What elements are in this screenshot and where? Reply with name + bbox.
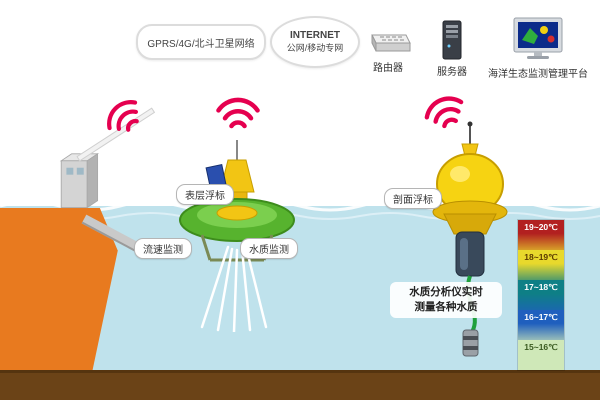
analyzer-note: 水质分析仪实时 测量各种水质: [390, 282, 502, 318]
temperature-segment-label: 18~19℃: [524, 252, 558, 262]
temperature-segment: 17~18℃: [518, 280, 564, 310]
surface-buoy-label: 表层浮标: [176, 184, 234, 205]
monitoring-platform: 海洋生态监测管理平台: [482, 16, 594, 80]
profile-buoy-icon: [432, 121, 508, 357]
water-quality-monitoring-label: 水质监测: [240, 238, 298, 259]
internet-bubble: INTERNET 公网/移动专网: [270, 16, 360, 68]
router-label: 路由器: [373, 63, 403, 74]
internet-network-type-label: 公网/移动专网: [286, 43, 344, 53]
internet-label: INTERNET: [290, 30, 340, 41]
gprs-network-label: GPRS/4G/北斗卫星网络: [147, 38, 255, 50]
seabed-ground: [0, 370, 600, 400]
profile-buoy-label: 剖面浮标: [384, 188, 442, 209]
server-icon: [442, 20, 462, 60]
signal-waves-icon: [107, 100, 139, 132]
platform-label: 海洋生态监测管理平台: [488, 69, 588, 80]
temperature-scale: 19~20℃ 18~19℃ 17~18℃ 16~17℃ 15~16℃: [518, 220, 564, 370]
server: 服务器: [428, 20, 476, 78]
surface-buoy-icon: [179, 140, 295, 332]
temperature-segment: 15~16℃: [518, 340, 564, 370]
signal-waves-icon: [216, 97, 260, 129]
router: 路由器: [360, 30, 416, 74]
temperature-segment-label: 17~18℃: [524, 282, 558, 292]
analyzer-note-line1: 水质分析仪实时: [409, 286, 483, 298]
server-label: 服务器: [437, 67, 467, 78]
temperature-segment: 18~19℃: [518, 250, 564, 280]
gprs-network-bubble: GPRS/4G/北斗卫星网络: [136, 24, 266, 60]
router-icon: [371, 34, 411, 52]
temperature-segment: 19~20℃: [518, 220, 564, 250]
temperature-segment-label: 19~20℃: [524, 222, 558, 232]
temperature-segment-label: 16~17℃: [524, 312, 558, 322]
analyzer-note-line2: 测量各种水质: [414, 301, 478, 313]
temperature-segment-label: 15~16℃: [524, 342, 558, 352]
signal-waves-icon: [424, 96, 464, 129]
flow-monitoring-label: 流速监测: [134, 238, 192, 259]
monitor-icon: [513, 17, 563, 59]
temperature-segment: 16~17℃: [518, 310, 564, 340]
